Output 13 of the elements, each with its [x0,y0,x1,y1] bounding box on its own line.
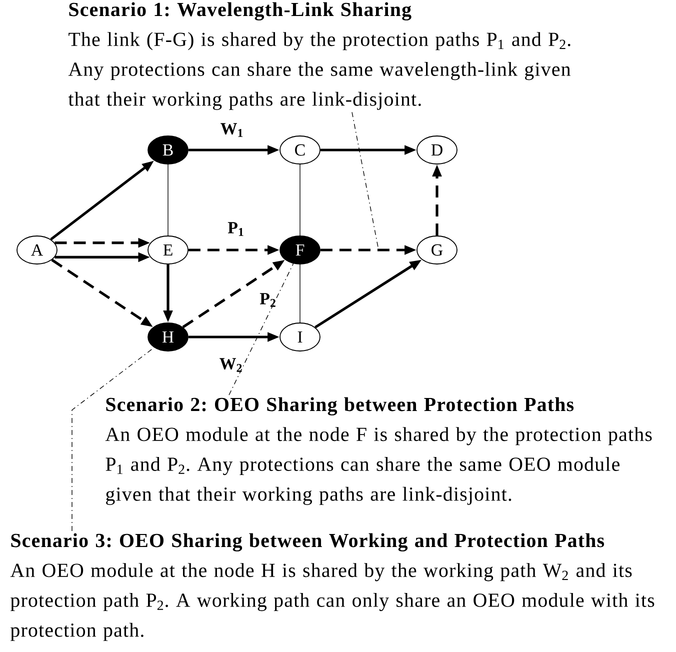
scenario-description: The link (F-G) is shared by the protection paths P$_{1}$ and P$_{2}$. Any protections can share the same wavelength-link given that their working paths are link-disjoint. [68,32,570,110]
edge-label: W$_{2}$ [220,358,242,372]
leader-line [228,263,294,396]
scenario-description: An OEO module at the node H is shared by the working path W$_{2}$ and its protection path P$_{2}$. A working path can only share an OEO module with its protection path. [10,563,654,641]
scenario-description: An OEO module at the node F is shared by the protection paths P$_{1}$ and P$_{2}$. Any protections can share the same OEO module given that their working paths are link-disjoint. [105,427,652,505]
scenario-heading: Scenario 3: OEO Sharing between Working and Protection Paths [11,533,604,552]
scenario-heading: Scenario 1: Wavelength-Link Sharing [69,2,412,20]
edge-label: W$_{1}$ [220,123,243,137]
leader-line [352,112,378,248]
leader-line [72,347,154,532]
scenario-heading: Scenario 2: OEO Sharing between Protection Paths [106,397,574,416]
edge-label: P$_{1}$ [228,222,244,236]
edge-label: P$_{2}$ [260,293,276,307]
